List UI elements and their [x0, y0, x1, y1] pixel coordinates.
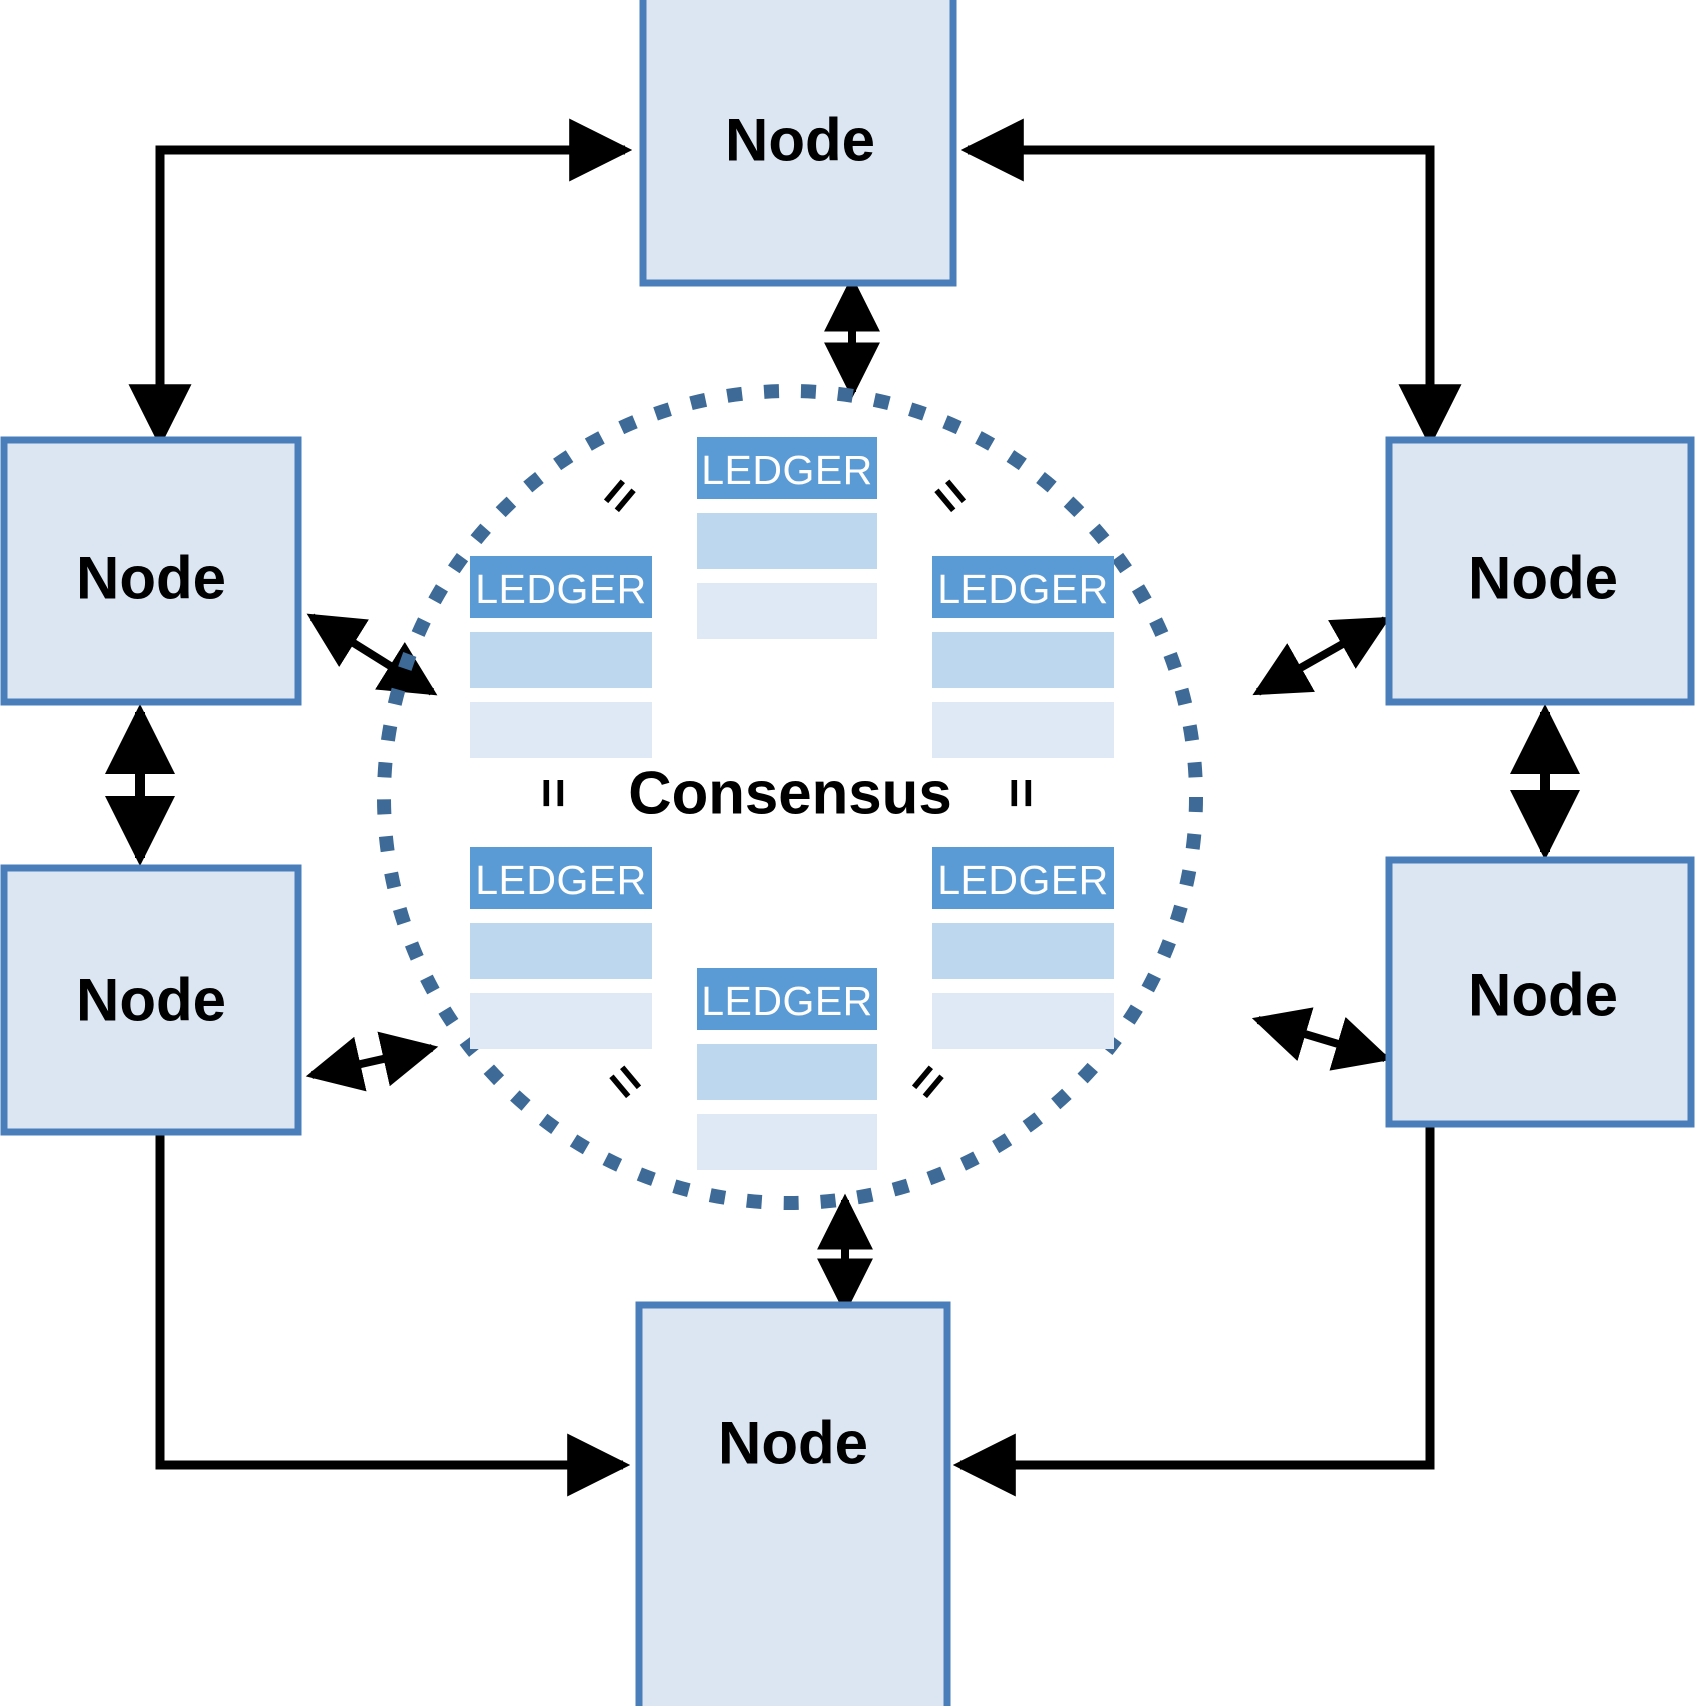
ledger-right-upper-row-1 — [932, 632, 1114, 688]
ledger-right-lower-title: LEDGER — [937, 857, 1109, 903]
ledger-left-lower-title: LEDGER — [475, 857, 647, 903]
ledger-left-lower-header-bar — [470, 847, 652, 909]
arrow-right-lower-to-center — [1251, 1007, 1392, 1071]
arrow-right-lower-to-bottom — [952, 1125, 1435, 1497]
arrow-right-upper-to-top — [960, 118, 1462, 448]
ledger-cards: LEDGER LEDGER LEDGER LEDGER — [470, 437, 1114, 1170]
ledger-left-upper[interactable]: LEDGER — [470, 556, 652, 758]
ledger-right-upper-row-2 — [932, 702, 1114, 758]
ledger-right-upper-header-bar — [932, 556, 1114, 618]
ledger-right-lower-row-2 — [932, 993, 1114, 1049]
node-left-lower-label: Node — [76, 967, 226, 1034]
equals-icon-top-left: = — [588, 466, 652, 527]
ledger-bottom[interactable]: LEDGER — [697, 968, 877, 1170]
ledger-top[interactable]: LEDGER — [697, 437, 877, 639]
node-bottom[interactable]: Node — [635, 1301, 951, 1706]
node-left-upper-label: Node — [76, 545, 226, 612]
ledger-left-upper-header-bar — [470, 556, 652, 618]
ledger-right-lower-row-1 — [932, 923, 1114, 979]
node-bottom-box[interactable] — [635, 1301, 951, 1706]
node-right-upper[interactable]: Node — [1385, 436, 1695, 706]
radial-connections — [305, 275, 1392, 1315]
ledger-left-upper-row-2 — [470, 702, 652, 758]
ledger-left-upper-title: LEDGER — [475, 566, 647, 612]
ledger-left-lower-row-2 — [470, 993, 652, 1049]
consensus-boundary-circle — [377, 384, 1203, 1210]
arrow-left-upper-to-top — [128, 118, 633, 448]
node-left-lower-box[interactable] — [0, 864, 302, 1136]
consensus-label: Consensus — [628, 760, 951, 827]
ledger-top-row-1 — [697, 513, 877, 569]
node-top-box[interactable] — [639, 0, 957, 287]
ledger-top-header-bar — [697, 437, 877, 499]
ledger-right-upper[interactable]: LEDGER — [932, 556, 1114, 758]
equals-icon-mid-right: = — [992, 778, 1050, 808]
equals-icon-bottom-right: = — [896, 1052, 960, 1113]
equals-icon-top-right: = — [918, 466, 982, 527]
ledger-right-lower-header-bar — [932, 847, 1114, 909]
equals-icon-bottom-left: = — [593, 1052, 657, 1113]
node-left-lower[interactable]: Node — [0, 864, 302, 1136]
node-left-upper-box[interactable] — [0, 436, 302, 706]
ledger-right-upper-title: LEDGER — [937, 566, 1109, 612]
node-bottom-label: Node — [718, 1410, 868, 1477]
ledger-top-row-2 — [697, 583, 877, 639]
arrow-right-upper-to-center — [1252, 616, 1391, 696]
equals-icon-mid-left: = — [524, 778, 582, 808]
ledger-left-upper-row-1 — [470, 632, 652, 688]
ledger-top-title: LEDGER — [701, 447, 873, 493]
ledger-bottom-header-bar — [697, 968, 877, 1030]
node-right-upper-label: Node — [1468, 545, 1618, 612]
node-top[interactable]: Node — [639, 0, 957, 287]
ledger-right-lower[interactable]: LEDGER — [932, 847, 1114, 1049]
node-top-label: Node — [725, 107, 875, 174]
node-right-upper-box[interactable] — [1385, 436, 1695, 706]
node-left-upper[interactable]: Node — [0, 436, 302, 706]
ledger-bottom-title: LEDGER — [701, 978, 873, 1024]
node-right-lower[interactable]: Node — [1385, 856, 1695, 1128]
outer-connections — [105, 118, 1580, 1497]
ledger-left-lower[interactable]: LEDGER — [470, 847, 652, 1049]
node-right-lower-label: Node — [1468, 962, 1618, 1029]
arrow-left-lower-to-bottom — [155, 1132, 631, 1497]
arrow-left-lower-to-center — [305, 1031, 439, 1092]
ledger-bottom-row-2 — [697, 1114, 877, 1170]
ledger-bottom-row-1 — [697, 1044, 877, 1100]
arrow-left-upper-to-center — [306, 613, 438, 696]
node-right-lower-box[interactable] — [1385, 856, 1695, 1128]
ledger-left-lower-row-1 — [470, 923, 652, 979]
